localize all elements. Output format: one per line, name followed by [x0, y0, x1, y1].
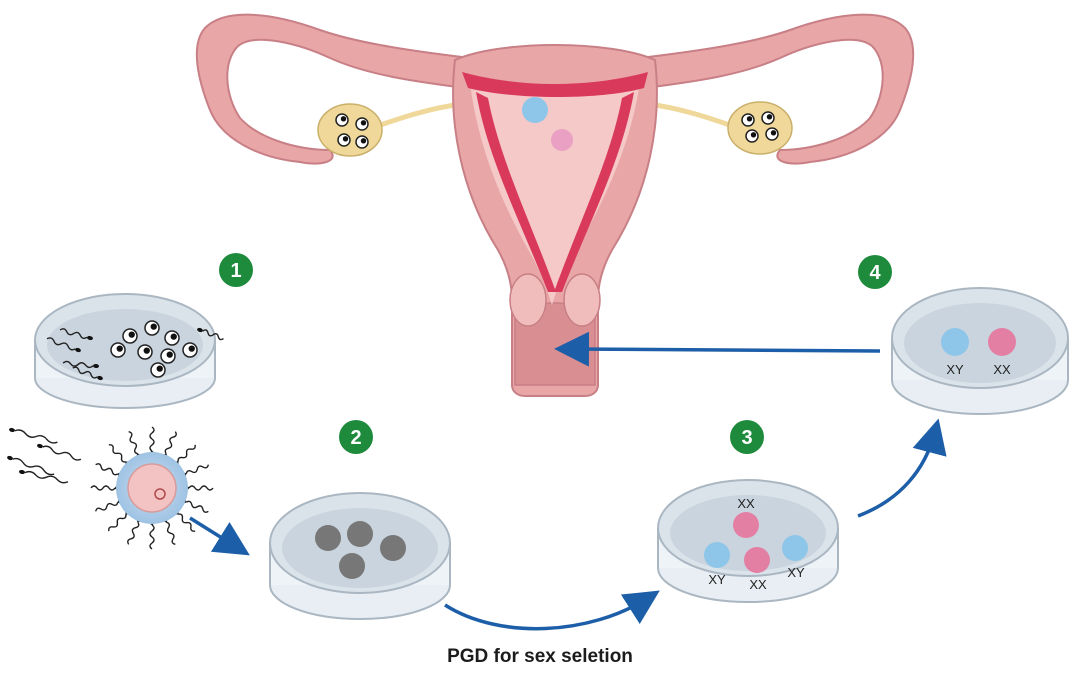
step-badge-1: 1 — [219, 253, 253, 287]
embryo-xy — [941, 328, 969, 356]
svg-text:3: 3 — [741, 427, 752, 449]
egg-cell — [741, 113, 755, 127]
egg-cell — [164, 330, 180, 346]
embryo-xy — [704, 542, 730, 568]
egg-cell — [144, 320, 160, 336]
right-fallopian-tube — [638, 13, 915, 165]
left-ovary — [317, 103, 383, 157]
left-fallopian-tube — [195, 13, 472, 165]
step-badge-3: 3 — [730, 420, 764, 454]
karyotype-label: XY — [946, 362, 964, 377]
arrow-dish4-to-uterus — [554, 331, 881, 367]
egg-cell — [355, 117, 369, 131]
egg-cell — [137, 344, 153, 360]
egg-with-sperm — [90, 426, 214, 550]
embryo-xx — [744, 547, 770, 573]
sperm-cell — [72, 366, 103, 381]
karyotype-label: XX — [993, 362, 1011, 377]
egg-cell — [335, 113, 349, 127]
sperm-cell — [37, 443, 82, 461]
implanted-embryo-xx — [551, 129, 573, 151]
egg-cell — [337, 133, 351, 147]
sperm-cell — [59, 328, 93, 341]
arrow-dish2-to-dish3 — [444, 590, 660, 631]
egg-cell — [765, 127, 779, 141]
embryo — [380, 535, 406, 561]
step-badge-4: 4 — [858, 255, 892, 289]
embryo-xy — [782, 535, 808, 561]
karyotype-label: XX — [749, 577, 767, 592]
petri-dish-3: XX XY XX XY — [657, 479, 839, 603]
free-sperm — [7, 427, 82, 484]
embryo-xx — [988, 328, 1016, 356]
petri-dish-4: XY XX — [891, 287, 1069, 415]
arrow-dish3-to-dish4 — [857, 418, 947, 518]
sperm-cell — [197, 327, 224, 341]
uterine-lining — [462, 72, 648, 97]
sperm-cell — [7, 455, 55, 476]
sperm-cell — [9, 427, 58, 444]
svg-text:4: 4 — [869, 262, 881, 284]
karyotype-label: XY — [787, 565, 805, 580]
embryo — [339, 553, 365, 579]
egg-cell — [355, 135, 369, 149]
embryo-xx — [733, 512, 759, 538]
embryo — [347, 521, 373, 547]
egg-cell — [745, 129, 759, 143]
petri-dish-2 — [269, 492, 451, 620]
egg-cell — [122, 328, 138, 344]
uterus-illustration — [195, 13, 915, 397]
svg-text:1: 1 — [230, 260, 241, 282]
egg-cell — [182, 342, 198, 358]
karyotype-label: XY — [708, 572, 726, 587]
implanted-embryo-xy — [522, 97, 548, 123]
sperm-cell — [19, 469, 69, 484]
figure-caption: PGD for sex seletion — [447, 646, 633, 667]
arrow-egg-to-dish2 — [189, 516, 250, 556]
karyotype-label: XX — [737, 496, 755, 511]
right-ovary — [727, 101, 793, 155]
egg-cell — [160, 348, 176, 364]
egg-cell — [150, 362, 166, 378]
embryo — [315, 525, 341, 551]
step-badge-2: 2 — [339, 420, 373, 454]
egg-cell — [761, 111, 775, 125]
petri-dish-1 — [34, 293, 224, 409]
sperm-cell — [46, 337, 81, 353]
sperm-cell — [62, 360, 99, 369]
svg-text:2: 2 — [350, 427, 361, 449]
egg-cell — [110, 342, 126, 358]
